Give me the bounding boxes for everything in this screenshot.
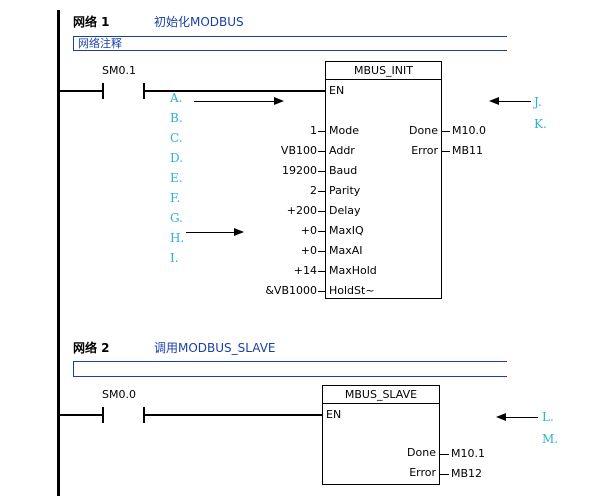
arrow-a-shaft	[194, 101, 274, 102]
pin-maxai: MaxAI	[329, 244, 363, 257]
value-delay[interactable]: +200	[286, 204, 317, 217]
rung-1-wire-left	[59, 90, 102, 92]
value-done-2[interactable]: M10.1	[451, 447, 485, 460]
power-rail	[57, 10, 60, 496]
pin-en: EN	[329, 84, 345, 97]
annotation-a: A.	[170, 91, 183, 105]
network-2-title: 调用MODBUS_SLAVE	[154, 341, 276, 355]
pin-maxiq: MaxIQ	[329, 224, 364, 237]
network-1-label: 网络 1	[73, 15, 110, 29]
annotation-f: F.	[170, 191, 181, 205]
annotation-g: G.	[170, 211, 183, 225]
stub-parity	[318, 191, 325, 192]
stub-addr	[318, 151, 325, 152]
annotation-i: I.	[170, 251, 179, 265]
value-maxai[interactable]: +0	[300, 244, 317, 257]
annotation-c: C.	[170, 131, 183, 145]
stub-maxiq	[318, 231, 325, 232]
arrow-l-head-icon	[496, 413, 506, 421]
stub-holdst	[318, 291, 325, 292]
value-holdst[interactable]: &VB1000	[265, 284, 317, 297]
stub-maxai	[318, 251, 325, 252]
mbus-init-title: MBUS_INIT	[353, 64, 413, 77]
network-1-title: 初始化MODBUS	[154, 15, 244, 29]
arrow-h-head-icon	[234, 228, 244, 236]
annotation-h: H.	[170, 231, 185, 245]
value-parity[interactable]: 2	[310, 184, 317, 197]
pin-done-2: Done	[407, 446, 436, 459]
pin-mode: Mode	[329, 124, 359, 137]
mbus-slave-title: MBUS_SLAVE	[344, 388, 418, 401]
pin-maxhold: MaxHold	[329, 264, 377, 277]
network-2-comment-field[interactable]	[73, 361, 507, 377]
stub-done-2	[440, 454, 449, 455]
mbus-slave-title-separator	[323, 403, 439, 404]
pin-error: Error	[411, 144, 438, 157]
stub-mode	[318, 131, 325, 132]
value-done[interactable]: M10.0	[452, 124, 486, 137]
contact-2-bar-left[interactable]	[102, 407, 104, 423]
annotation-l: L.	[542, 410, 554, 424]
value-baud[interactable]: 19200	[282, 164, 317, 177]
arrow-a-head-icon	[274, 97, 284, 105]
stub-baud	[318, 171, 325, 172]
arrow-j-head-icon	[489, 97, 499, 105]
value-maxiq[interactable]: +0	[300, 224, 317, 237]
stub-error-2	[440, 474, 449, 475]
pin-addr: Addr	[329, 144, 355, 157]
annotation-b: B.	[170, 111, 183, 125]
mbus-slave-block[interactable]: MBUS_SLAVE	[322, 385, 440, 485]
network-2-label: 网络 2	[73, 341, 110, 355]
annotation-e: E.	[170, 171, 183, 185]
contact-2-bar-right[interactable]	[143, 407, 145, 423]
mbus-init-title-separator	[326, 79, 441, 80]
rung-2-wire-right	[145, 414, 322, 416]
stub-error	[442, 151, 450, 152]
pin-holdst: HoldSt~	[329, 284, 375, 297]
rung-2-wire-left	[59, 414, 102, 416]
value-error[interactable]: MB11	[452, 144, 484, 157]
arrow-j-shaft	[499, 101, 531, 102]
value-maxhold[interactable]: +14	[293, 264, 317, 277]
annotation-j: J.	[534, 95, 542, 109]
value-mode[interactable]: 1	[310, 124, 317, 137]
stub-delay	[318, 211, 325, 212]
mbus-init-block[interactable]: MBUS_INIT	[325, 61, 442, 299]
rung-1-wire-right	[145, 90, 325, 92]
pin-delay: Delay	[329, 204, 361, 217]
contact-1-bar-right[interactable]	[143, 83, 145, 99]
network-1-comment-field[interactable]: 网络注释	[73, 36, 507, 51]
annotation-d: D.	[170, 151, 184, 165]
value-error-2[interactable]: MB12	[451, 467, 483, 480]
annotation-m: M.	[542, 432, 559, 446]
contact-1-label: SM0.1	[102, 64, 136, 77]
annotation-k: K.	[534, 117, 547, 131]
pin-error-2: Error	[409, 466, 436, 479]
arrow-h-shaft	[186, 232, 234, 233]
stub-maxhold	[318, 271, 325, 272]
pin-en-2: EN	[326, 408, 342, 421]
pin-baud: Baud	[329, 164, 358, 177]
pin-done: Done	[409, 124, 438, 137]
pin-parity: Parity	[329, 184, 361, 197]
arrow-l-shaft	[506, 417, 538, 418]
contact-2-label: SM0.0	[102, 388, 136, 401]
stub-done	[442, 131, 450, 132]
contact-1-bar-left[interactable]	[102, 83, 104, 99]
value-addr[interactable]: VB100	[280, 144, 317, 157]
